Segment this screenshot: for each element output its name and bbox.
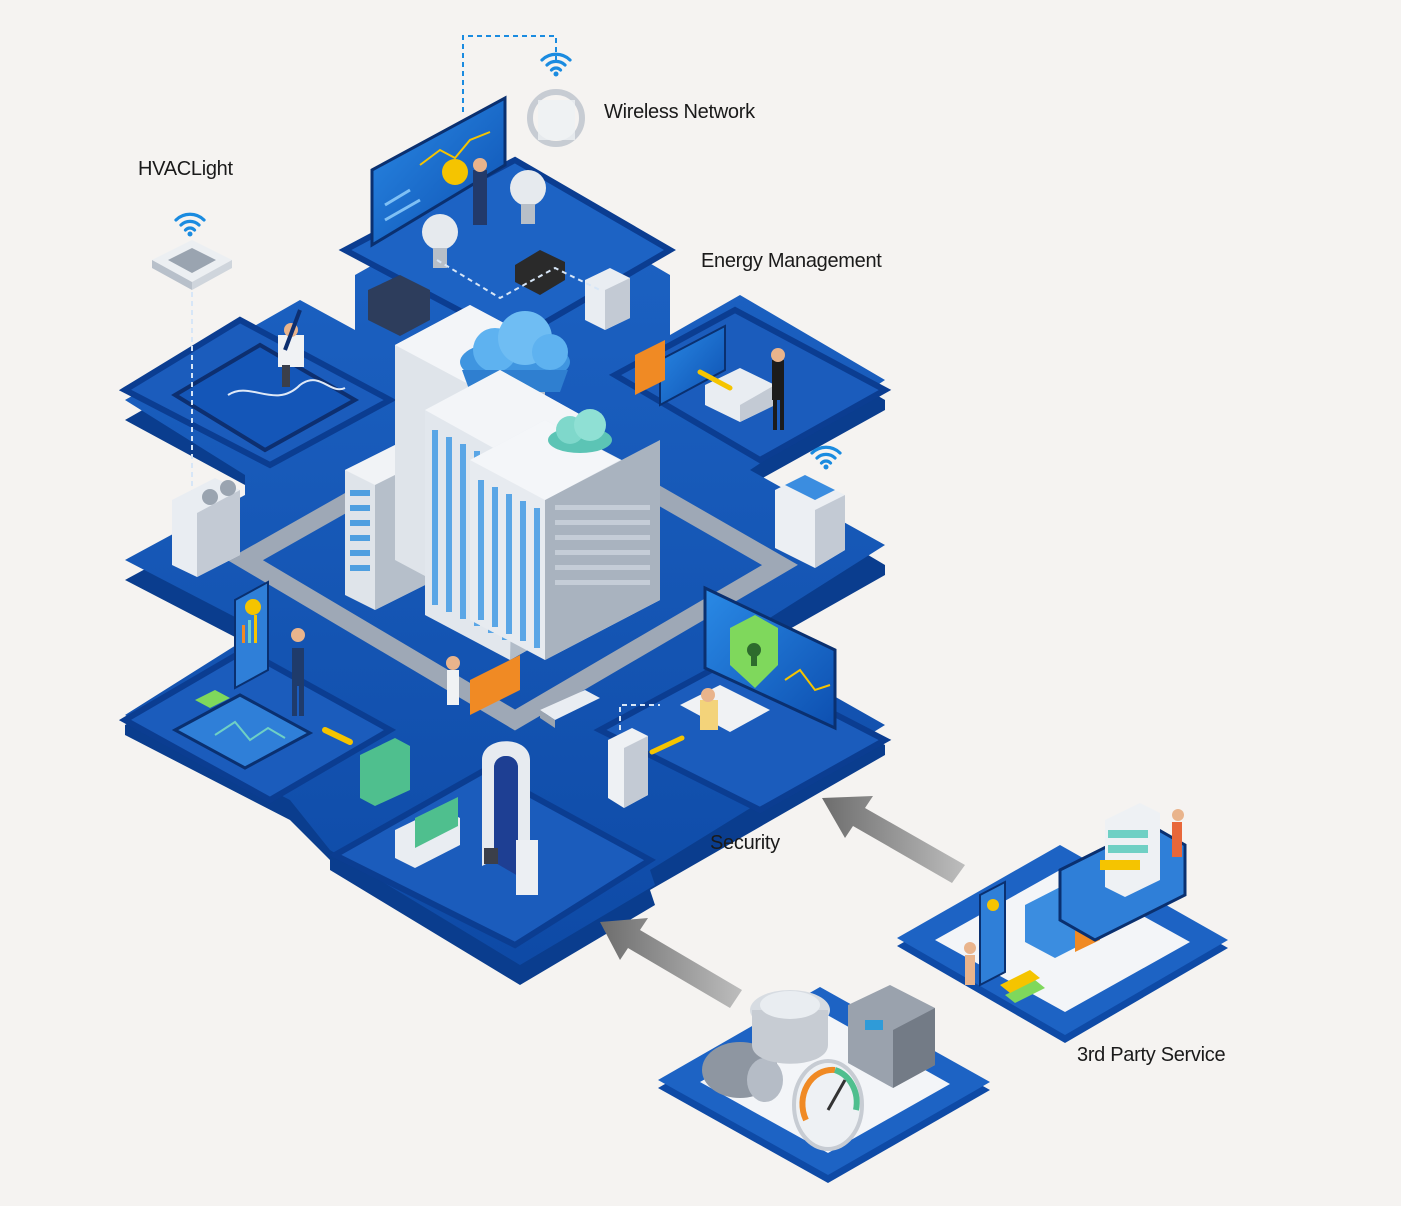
printer-module <box>775 445 845 568</box>
gauge-icon <box>792 1059 864 1151</box>
security-monitor-module <box>608 585 837 808</box>
wireless-network-label: Wireless Network <box>604 101 755 123</box>
security-module <box>395 655 600 895</box>
arrow-icon <box>822 796 965 883</box>
arrow-icon <box>600 918 742 1008</box>
cctv-camera-icon <box>540 690 600 728</box>
wireless-access-point-icon <box>527 89 585 147</box>
energy-management-module <box>635 324 785 430</box>
lighting-control-module <box>368 95 630 336</box>
arrow-icon <box>649 735 685 755</box>
cloud-teal-icon <box>548 409 612 453</box>
third-party-service-platform <box>897 803 1228 1043</box>
light-bulb-icon <box>422 159 546 268</box>
wireless-network-link <box>436 35 601 300</box>
third-party-service-label: 3rd Party Service <box>1077 1044 1226 1066</box>
tile-right-monitor <box>593 656 892 814</box>
id-card-icon <box>395 797 460 868</box>
hvac-module <box>152 212 240 577</box>
wifi-icon <box>174 212 206 239</box>
equipment-platform <box>658 985 990 1183</box>
signature-pad-module <box>227 309 346 397</box>
hvac-light-label: HVACLight <box>138 158 233 180</box>
security-label: Security <box>710 832 780 854</box>
shield-lock-icon <box>730 615 778 688</box>
energy-management-label: Energy Management <box>701 250 882 272</box>
wifi-icon <box>810 445 842 472</box>
central-buildings <box>345 305 660 660</box>
analytics-module <box>171 580 410 806</box>
arrow-icon <box>322 727 353 745</box>
